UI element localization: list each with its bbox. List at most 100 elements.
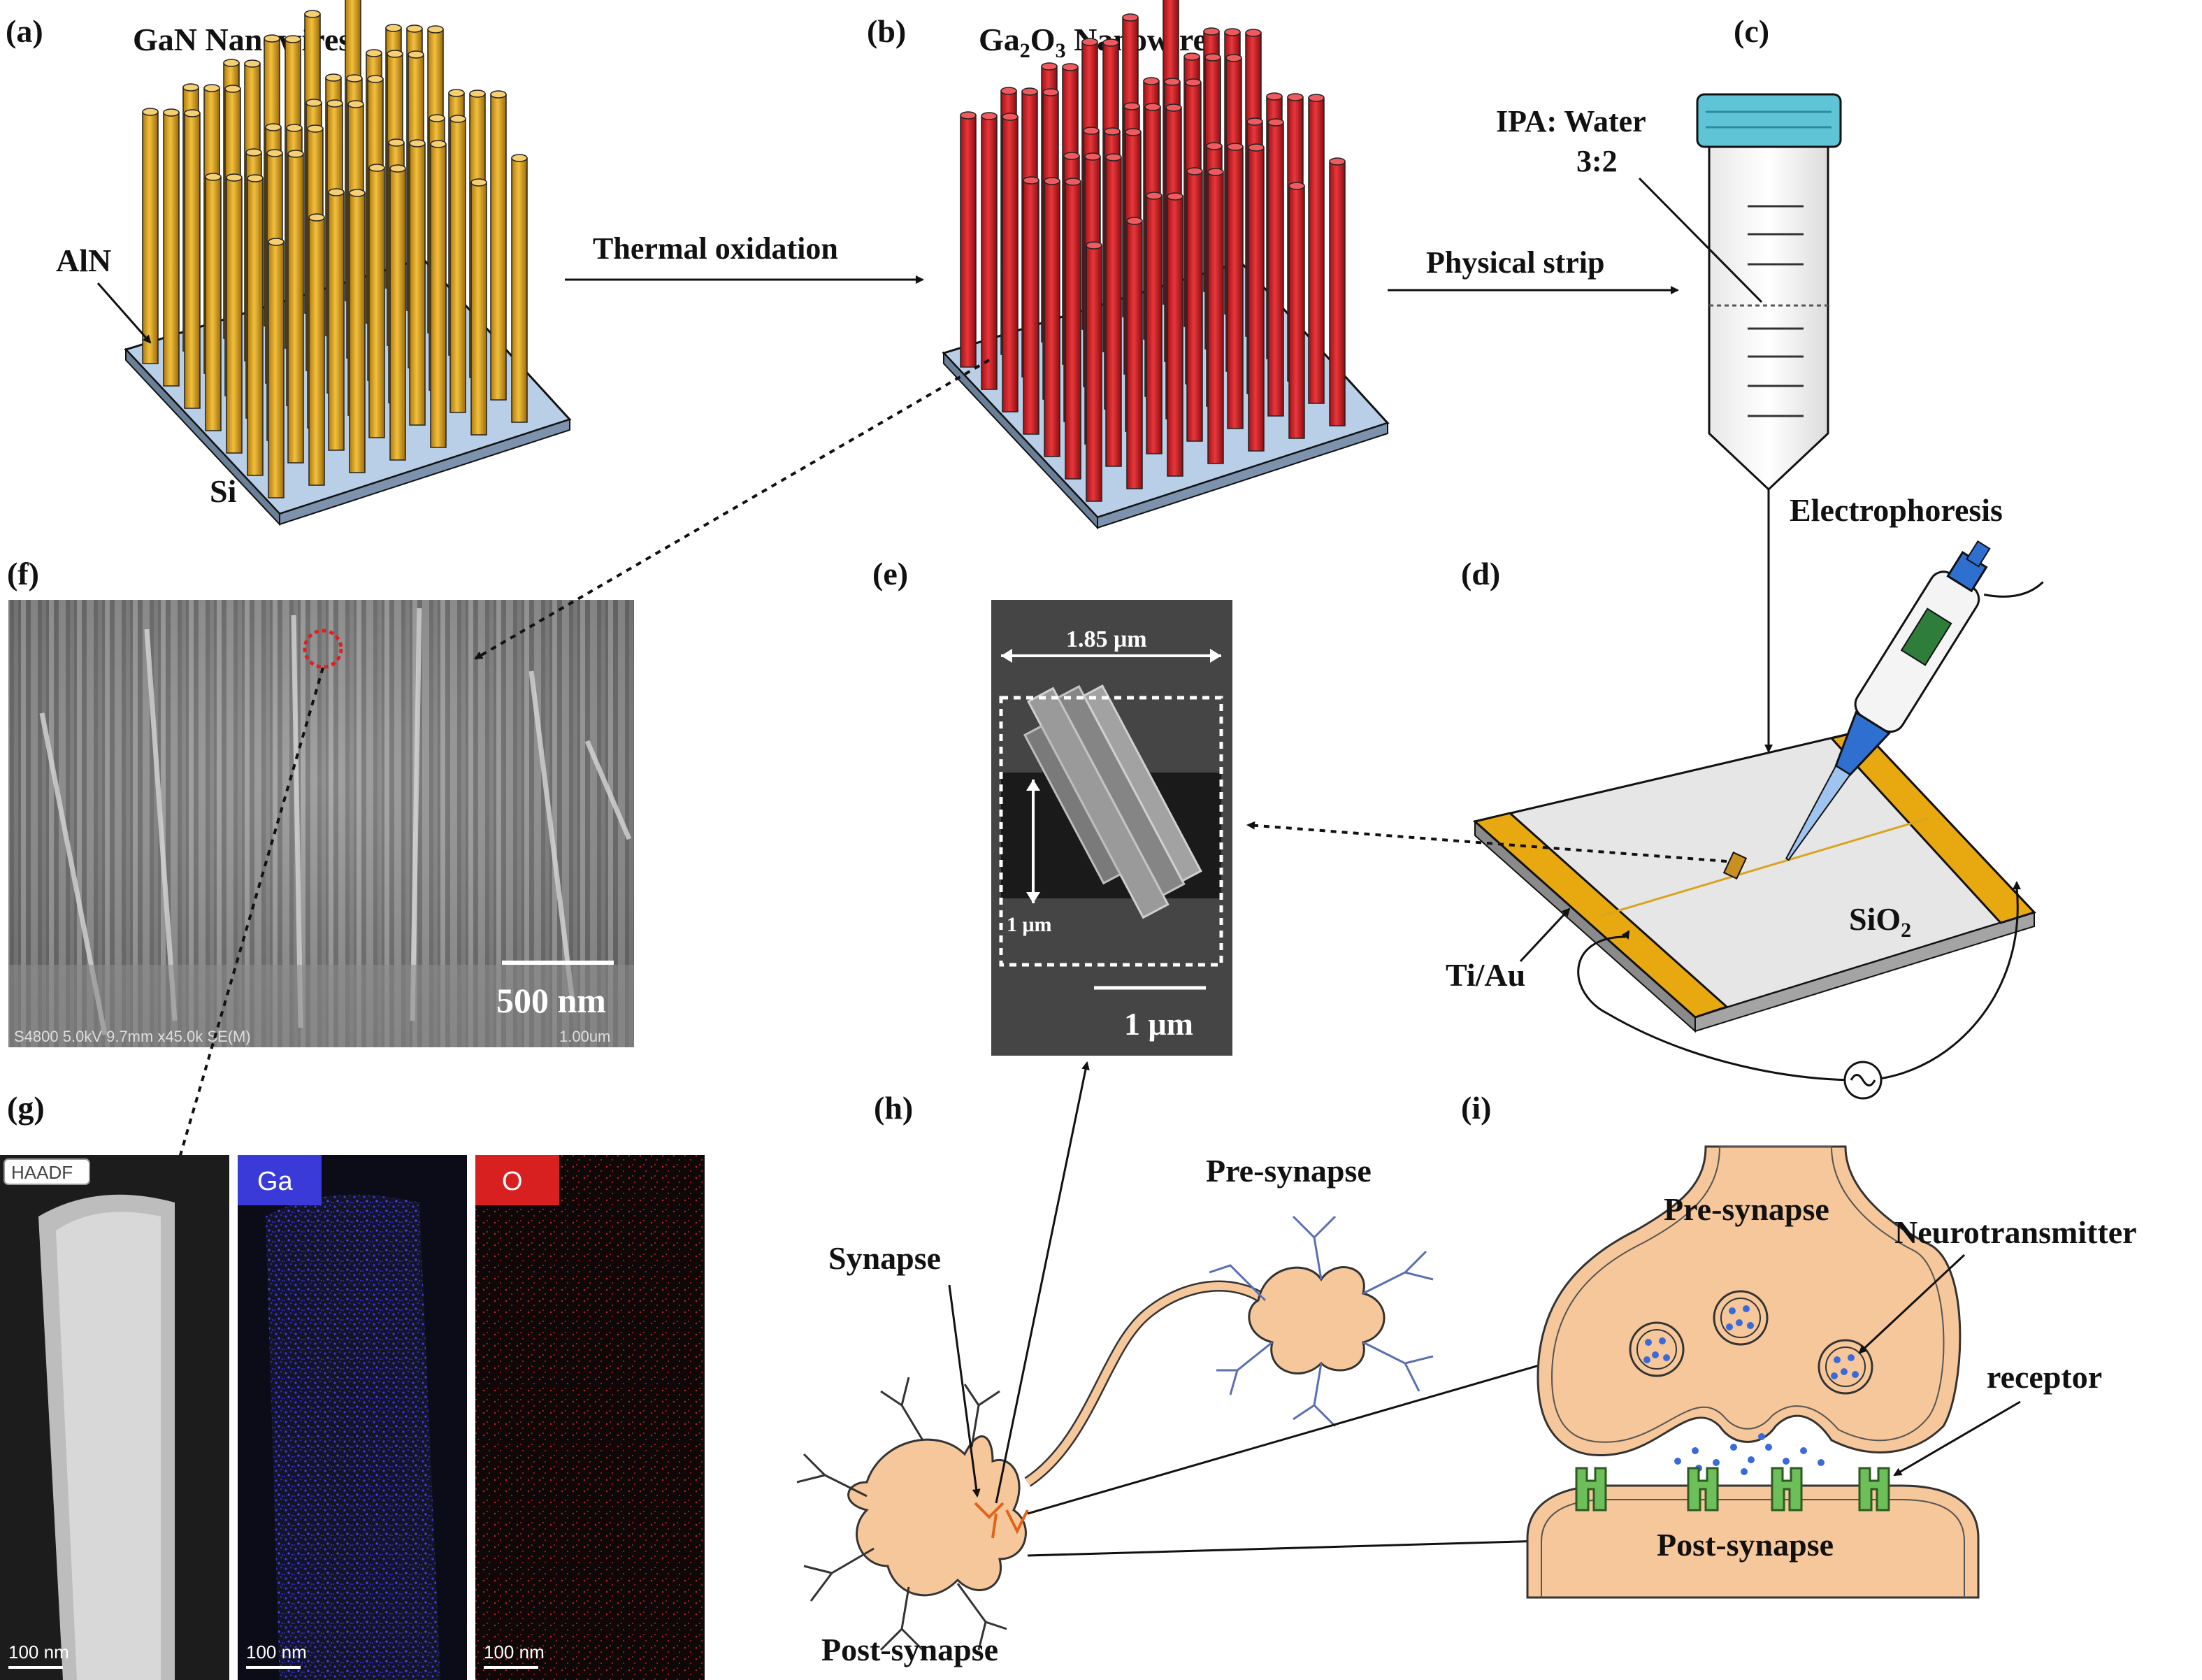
receptors	[1575, 1467, 1890, 1512]
tube-cap	[1696, 93, 1842, 148]
ga2o3-nanowire-top	[1203, 27, 1220, 36]
ga2o3-nanowire	[1065, 181, 1081, 480]
gan-nanowire-top	[449, 115, 466, 123]
width-label: 1.85 μm	[1066, 626, 1147, 652]
gan-nanowire	[308, 217, 325, 486]
si-label: Si	[210, 473, 237, 509]
gan-nanowire-top	[307, 124, 324, 133]
sem-array-scalebar-label: 500 nm	[496, 981, 606, 1020]
gan-nanowire-top	[287, 150, 304, 158]
gan-nanowire	[142, 111, 159, 364]
gan-nanowire-top	[245, 148, 262, 157]
gan-nanowire-top	[305, 99, 322, 107]
gan-nanowire-top	[163, 108, 180, 117]
ga2o3-nanowire-top	[1146, 192, 1163, 200]
solvent-pointer	[1638, 177, 1763, 303]
ga2o3-nanowire-top	[1225, 54, 1242, 62]
post-synaptic-neuron	[847, 1435, 1027, 1597]
gan-nanowire	[226, 177, 243, 454]
ga2o3-nanowire-top	[1308, 94, 1325, 102]
ga2o3-nanowire-top	[1329, 157, 1346, 166]
gan-nanowire-top	[223, 59, 240, 67]
ga2o3-nanowire-top	[1287, 93, 1304, 101]
sem-scalebar-label: 1 μm	[1124, 1006, 1193, 1042]
i-pre-synapse-label: Pre-synapse	[1664, 1191, 1829, 1227]
ga2o3-nanowire	[981, 115, 998, 390]
ga2o3-nanowire-top	[1002, 113, 1019, 121]
gan-nanowire-top	[346, 74, 363, 82]
gan-nanowire-top	[409, 139, 426, 148]
gan-nanowire	[349, 192, 366, 473]
ga2o3-nanowire	[1167, 196, 1183, 477]
o-eds-map	[475, 1155, 705, 1680]
ga2o3-nanowire	[1186, 171, 1203, 442]
ga2o3-nanowire	[1086, 245, 1102, 502]
ga2o3-nanowire	[1105, 157, 1122, 467]
panel-a: (a) GaN Nanowires AlN Si	[6, 0, 572, 526]
h-to-e-arrow	[995, 1061, 1090, 1504]
ga2o3-nanowire-top	[1204, 53, 1221, 62]
ga2o3-nanowire-top	[1044, 177, 1060, 185]
gan-nanowire-top	[182, 83, 199, 92]
ga2o3-nanowire-top	[1041, 62, 1058, 71]
gan-nanowire-top	[264, 34, 280, 43]
ga2o3-nanowire	[1044, 180, 1060, 457]
ga2o3-nanowire	[1126, 220, 1143, 489]
gan-nanowire-top	[247, 174, 264, 182]
ga2o3-nanowire-top	[1125, 128, 1142, 136]
post-synaptic-terminal	[1526, 1484, 1980, 1599]
synaptic-vesicles	[1629, 1290, 1873, 1395]
panel-f: (f) 500 nm S4800 5.0kV 9.7mm x45.0k SE(M…	[7, 359, 991, 1235]
gan-nanowire-top	[308, 213, 325, 222]
ga2o3-nanowire-array	[960, 0, 1346, 502]
electrophoresis-label: Electrophoresis	[1790, 492, 2003, 528]
ga2o3-nanowire-top	[1105, 153, 1122, 161]
ti-au-label: Ti/Au	[1446, 957, 1525, 993]
o-scale: 100 nm	[484, 1642, 545, 1663]
ga2o3-nanowire	[1329, 161, 1346, 426]
gan-nanowire-top	[388, 138, 405, 147]
h-post-synapse-label: Post-synapse	[821, 1632, 998, 1667]
pre-synaptic-neuron	[1248, 1266, 1386, 1374]
panel-c-label: (c)	[1734, 13, 1769, 49]
aln-pointer	[96, 282, 152, 344]
panel-i: (i) Pre-synapse Neurotransmitte	[1461, 1090, 2137, 1599]
ga2o3-nanowire-top	[1104, 127, 1121, 136]
gan-nanowire-top	[347, 100, 364, 108]
ga2o3-nanowire-top	[1123, 102, 1140, 110]
gan-nanowire-top	[304, 10, 321, 18]
panel-b: (b) Ga2O3 Nanowires	[867, 0, 1390, 530]
sem-dashed-box	[999, 696, 1223, 967]
gan-nanowire-top	[326, 99, 343, 108]
gan-nanowire-top	[266, 149, 283, 157]
ga2o3-nanowire	[1146, 195, 1163, 454]
ga2o3-nanowire	[1002, 116, 1019, 412]
gan-nanowire-top	[268, 238, 285, 246]
gan-nanowire-top	[286, 124, 303, 132]
panel-i-label: (i)	[1461, 1090, 1491, 1126]
sem-wire-bundle	[1023, 684, 1202, 919]
i-post-synapse-label: Post-synapse	[1657, 1527, 1834, 1563]
ga2o3-nanowire	[960, 115, 977, 368]
ga2o3-nanowire-top	[1183, 52, 1200, 61]
ga2o3-nanowire-top	[1207, 168, 1224, 176]
ga2o3-nanowire-top	[1143, 77, 1160, 85]
ga-tag: Ga	[257, 1167, 294, 1196]
gan-nanowire-top	[226, 173, 243, 182]
ga2o3-nanowire-top	[1186, 167, 1203, 175]
gan-nanowire-top	[285, 35, 301, 43]
ti-au-pointer	[1519, 907, 1571, 963]
gan-nanowire	[389, 168, 406, 461]
ga2o3-nanowire	[1227, 146, 1244, 429]
channel-line	[1600, 817, 1930, 917]
panel-d-label: (d)	[1461, 556, 1500, 591]
gan-nanowire-top	[408, 50, 424, 59]
ga2o3-nanowire-top	[1084, 152, 1101, 161]
ga2o3-nanowire	[1288, 185, 1305, 439]
ga2o3-nanowire	[1207, 171, 1224, 464]
ga2o3-nanowire-top	[1227, 143, 1244, 151]
panel-c: (c) IPA: Water 3:2	[1496, 13, 1842, 753]
gan-nanowire	[205, 176, 222, 431]
physical-strip-label: Physical strip	[1426, 245, 1604, 280]
thermal-oxidation-label: Thermal oxidation	[593, 231, 838, 266]
